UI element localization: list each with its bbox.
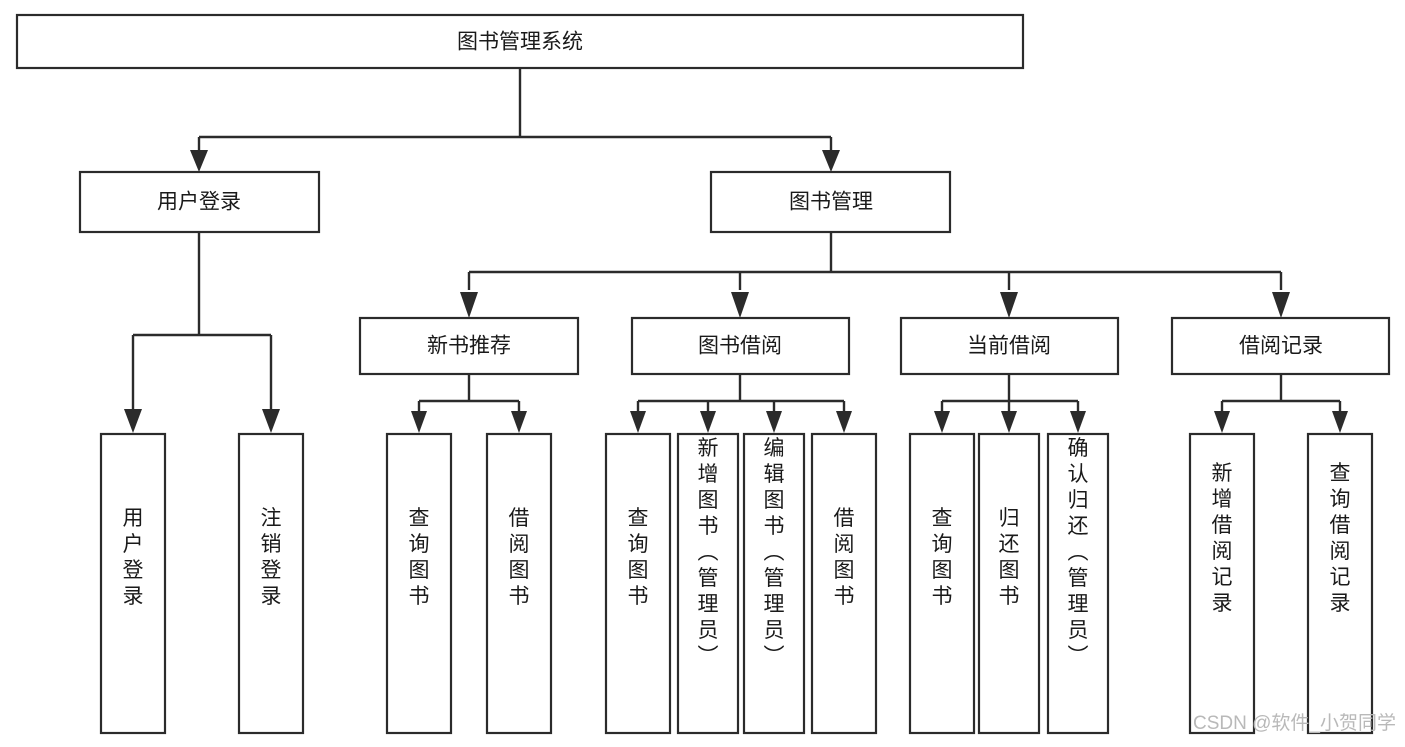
node-leaf-current-borrow-2-box[interactable]	[1046, 432, 1110, 735]
node-leaf-book-borrow-0[interactable]: 查询图书	[604, 432, 672, 735]
node-book-borrow[interactable]: 图书借阅	[630, 316, 851, 376]
node-leaf-user-login-1-box[interactable]	[237, 432, 305, 735]
node-book-borrow-box[interactable]	[630, 316, 851, 376]
node-leaf-current-borrow-0-label: 查询图书	[932, 507, 953, 608]
arrow-head-leaf-user-login-0	[124, 409, 142, 433]
arrow-head-leaf-user-login-1	[262, 409, 280, 433]
node-leaf-borrow-record-1[interactable]: 查询借阅记录	[1306, 432, 1374, 735]
node-leaf-user-login-0-box[interactable]	[99, 432, 167, 735]
node-leaf-borrow-record-1-label: 查询借阅记录	[1330, 462, 1351, 615]
node-leaf-borrow-record-0[interactable]: 新增借阅记录	[1188, 432, 1256, 735]
node-leaf-new-book-1-label: 借阅图书	[509, 507, 530, 608]
node-leaf-book-borrow-1-box[interactable]	[676, 432, 740, 735]
arrow-head-leaf-new-book-0	[411, 411, 427, 433]
node-leaf-book-borrow-2[interactable]: 编辑图书︵管理员︶	[742, 432, 806, 735]
arrow-head-leaf-borrow-record-0	[1214, 411, 1230, 433]
node-leaf-borrow-record-0-box[interactable]	[1188, 432, 1256, 735]
node-user-login-box[interactable]	[78, 170, 321, 234]
node-leaf-book-borrow-1[interactable]: 新增图书︵管理员︶	[676, 432, 740, 735]
arrow-head-leaf-book-borrow-2	[766, 411, 782, 433]
arrow-head-leaf-book-borrow-3	[836, 411, 852, 433]
connector-layer	[124, 68, 1348, 433]
node-leaf-book-borrow-3-box[interactable]	[810, 432, 878, 735]
node-new-book-recommend-label: 新书推荐	[427, 335, 511, 358]
arrow-head-leaf-new-book-1	[511, 411, 527, 433]
arrow-head-new-book-recommend	[460, 292, 478, 318]
node-user-login-label: 用户登录	[157, 191, 241, 214]
node-leaf-user-login-0[interactable]: 用户登录	[99, 432, 167, 735]
node-leaf-new-book-0-label: 查询图书	[409, 507, 430, 608]
node-leaf-new-book-0[interactable]: 查询图书	[385, 432, 453, 735]
node-leaf-current-borrow-0-box[interactable]	[908, 432, 976, 735]
node-leaf-book-borrow-2-label: 编辑图书︵管理员︶	[764, 437, 785, 668]
node-new-book-recommend-box[interactable]	[358, 316, 580, 376]
node-leaf-current-borrow-1-label: 归还图书	[999, 507, 1020, 608]
node-leaf-book-borrow-2-box[interactable]	[742, 432, 806, 735]
node-book-management-box[interactable]	[709, 170, 952, 234]
node-book-management-label: 图书管理	[789, 191, 873, 214]
arrow-head-leaf-current-borrow-2	[1070, 411, 1086, 433]
node-leaf-current-borrow-2[interactable]: 确认归还︵管理员︶	[1046, 432, 1110, 735]
node-leaf-new-book-1-box[interactable]	[485, 432, 553, 735]
node-leaf-book-borrow-0-label: 查询图书	[628, 507, 649, 608]
node-leaf-user-login-0-label: 用户登录	[123, 507, 144, 608]
node-book-borrow-label: 图书借阅	[698, 335, 782, 358]
node-leaf-current-borrow-1[interactable]: 归还图书	[977, 432, 1041, 735]
node-leaf-current-borrow-2-label: 确认归还︵管理员︶	[1068, 437, 1089, 668]
node-leaf-user-login-1-label: 注销登录	[261, 507, 282, 608]
node-root[interactable]: 图书管理系统	[15, 13, 1025, 70]
node-current-borrow[interactable]: 当前借阅	[899, 316, 1120, 376]
node-leaf-current-borrow-0[interactable]: 查询图书	[908, 432, 976, 735]
node-leaf-book-borrow-1-label: 新增图书︵管理员︶	[698, 437, 719, 668]
arrow-head-book-mgmt	[822, 150, 840, 172]
node-leaf-new-book-0-box[interactable]	[385, 432, 453, 735]
node-current-borrow-box[interactable]	[899, 316, 1120, 376]
node-leaf-book-borrow-0-box[interactable]	[604, 432, 672, 735]
node-leaf-current-borrow-1-box[interactable]	[977, 432, 1041, 735]
node-user-login[interactable]: 用户登录	[78, 170, 321, 234]
node-leaf-book-borrow-3[interactable]: 借阅图书	[810, 432, 878, 735]
arrow-head-leaf-current-borrow-1	[1001, 411, 1017, 433]
node-book-management[interactable]: 图书管理	[709, 170, 952, 234]
node-borrow-record-label: 借阅记录	[1239, 335, 1323, 358]
node-borrow-record-box[interactable]	[1170, 316, 1391, 376]
arrow-head-leaf-book-borrow-0	[630, 411, 646, 433]
arrow-head-leaf-book-borrow-1	[700, 411, 716, 433]
node-leaf-book-borrow-3-label: 借阅图书	[834, 507, 855, 608]
node-root-label: 图书管理系统	[457, 31, 583, 54]
node-root-box[interactable]	[15, 13, 1025, 70]
node-leaf-new-book-1[interactable]: 借阅图书	[485, 432, 553, 735]
arrow-head-user-login	[190, 150, 208, 172]
arrow-head-leaf-current-borrow-0	[934, 411, 950, 433]
node-new-book-recommend[interactable]: 新书推荐	[358, 316, 580, 376]
node-leaf-user-login-1[interactable]: 注销登录	[237, 432, 305, 735]
node-leaf-borrow-record-1-box[interactable]	[1306, 432, 1374, 735]
watermark-label: CSDN @软件_小贺同学	[1193, 712, 1396, 734]
arrow-head-leaf-borrow-record-1	[1332, 411, 1348, 433]
arrow-head-borrow-record	[1272, 292, 1290, 318]
node-borrow-record[interactable]: 借阅记录	[1170, 316, 1391, 376]
node-current-borrow-label: 当前借阅	[967, 335, 1051, 358]
arrow-head-current-borrow	[1000, 292, 1018, 318]
node-leaf-borrow-record-0-label: 新增借阅记录	[1212, 462, 1233, 615]
arrow-head-book-borrow	[731, 292, 749, 318]
